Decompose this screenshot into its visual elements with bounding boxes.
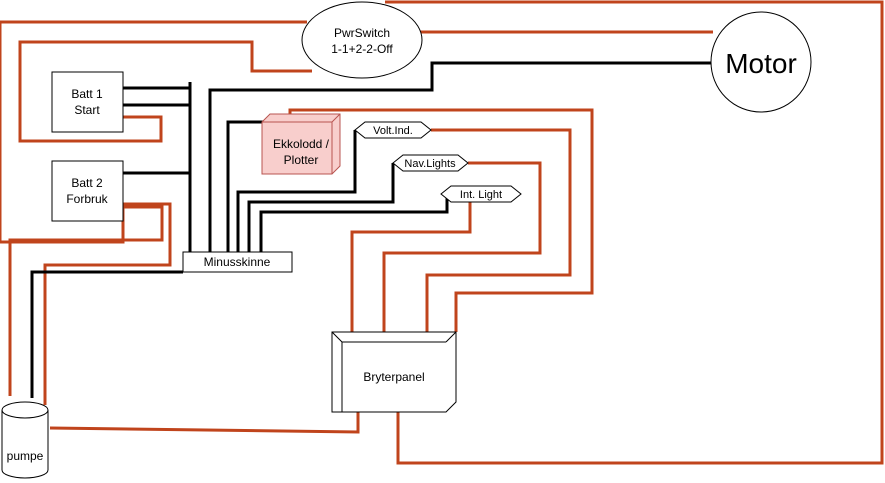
wire-nav-neg [247,163,395,252]
negative-wires [30,61,712,398]
wire-int-neg [259,194,449,252]
nav-lights-label: Nav.Lights [404,158,456,170]
wire-panel-nav [382,161,542,332]
volt-ind-label: Volt.Ind. [373,125,413,137]
ekkolodd-label-line2: Plotter [284,153,319,167]
volt-ind-node: Volt.Ind. [354,121,432,139]
bryterpanel-box: Bryterpanel [331,331,457,413]
batt1-label-line2: Start [74,103,100,117]
int-light-node: Int. Light [440,185,522,203]
wire-ekkolodd-neg [226,120,263,252]
ekkolodd-plotter-box: Ekkolodd / Plotter [261,113,341,175]
int-light-label: Int. Light [460,189,502,201]
wire-batt1-start [18,40,312,143]
batt2-box: Batt 2 Forbruk [51,160,124,222]
pwrswitch-node: PwrSwitch 1-1+2-2-Off [301,1,423,79]
pumpe-label: pumpe [7,449,44,463]
wire-pump-feed [49,412,360,434]
batt2-label-line2: Forbruk [66,192,108,206]
wire-panel-volt [425,128,572,332]
minusskinne-label: Minusskinne [204,255,271,269]
wire-batt2-a [8,205,164,396]
ekkolodd-label-line1: Ekkolodd / [273,137,330,151]
batt2-label-line1: Batt 2 [71,176,103,190]
motor-node: Motor [710,11,812,113]
wire-volt-neg [236,130,357,252]
batt1-box: Batt 1 Start [51,71,124,133]
pwrswitch-label-line1: PwrSwitch [334,26,390,40]
wire-batt2-b [43,202,172,405]
wire-panel-ekkolodd [350,202,472,332]
wire-panel-plotter [288,108,594,332]
positive-wires [0,0,884,465]
wire-pump-neg [30,270,183,398]
pumpe-cylinder: pumpe [1,401,49,479]
minusskinne-bar: Minusskinne [182,251,293,273]
motor-label: Motor [725,48,797,79]
batt1-label-line1: Batt 1 [71,87,103,101]
wire-batt1-neg [123,82,192,252]
pwrswitch-label-line2: 1-1+2-2-Off [331,42,393,56]
nav-lights-node: Nav.Lights [392,154,469,172]
wire-motor-neg [208,61,712,252]
bryterpanel-label: Bryterpanel [363,370,424,384]
